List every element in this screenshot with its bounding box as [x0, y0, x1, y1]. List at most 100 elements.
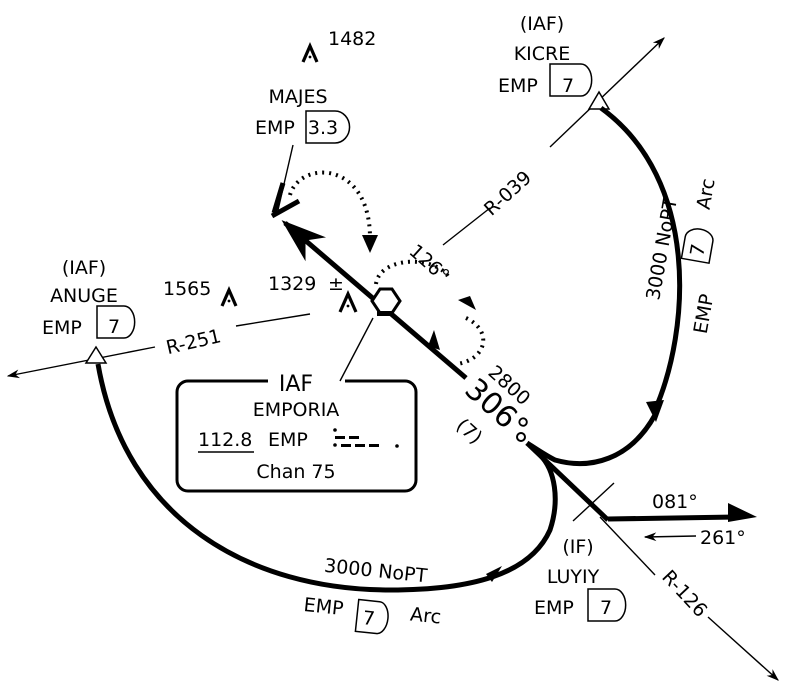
fix-anuge-name: ANUGE [50, 285, 118, 307]
reversal-arc-middle [374, 259, 452, 285]
obstacle-1565: 1565 [163, 278, 238, 307]
morse-dash [335, 436, 345, 439]
morse-dot [333, 443, 337, 447]
hold-course-label: 126° [405, 240, 454, 287]
navaid-role: IAF [279, 372, 313, 397]
fix-kicre-dme: 7 [562, 75, 574, 97]
radial-r126-line-upper [599, 516, 656, 576]
feeder-out-arrow-icon [728, 503, 757, 522]
fix-kicre-name: KICRE [514, 43, 571, 65]
radial-r251-line-left [6, 346, 156, 379]
dme-box [587, 588, 627, 622]
majes-fix-bar [271, 182, 286, 214]
fix-luyiy-dme: 7 [600, 597, 612, 619]
arc-south-dme-group: 7 [354, 598, 389, 635]
arc-south-facility: EMP [303, 594, 345, 620]
obstacle-icon [338, 290, 358, 313]
majes-fix-mark [270, 144, 301, 219]
vortac-leader-line [339, 317, 374, 382]
fix-kicre-role: (IAF) [520, 13, 564, 35]
arc-south-arrow-icon [486, 566, 502, 582]
navaid-frequency: 112.8 [198, 429, 252, 451]
fix-luyiy-facility: EMP [534, 597, 574, 619]
feeder-in-line [643, 532, 697, 542]
obstacle-dot [346, 304, 350, 308]
dme-box [549, 63, 593, 97]
fix-luyiy-role: (IF) [562, 536, 593, 558]
morse-dash [369, 444, 379, 447]
iaf-triangle-icon [587, 90, 611, 110]
arc-east-label: Arc [693, 177, 720, 211]
inbound-arrow-icon [428, 330, 440, 350]
navaid-ident: EMP [268, 429, 308, 451]
arc-south-label: Arc [409, 603, 442, 628]
radial-r039-label: R-039 [480, 167, 536, 221]
fix-anuge-facility: EMP [42, 317, 82, 339]
majes-leader-line [277, 144, 294, 211]
final-distance: (7) [452, 414, 487, 448]
vortac-bar-bottom [377, 311, 393, 316]
fix-anuge-role: (IAF) [62, 257, 106, 279]
obstacle-1482: 1482 [301, 28, 376, 63]
arc-east: 3000 NoPT EMP 7 Arc [525, 105, 720, 467]
iaf-triangle-icon [84, 345, 108, 364]
radial-r126-label: R-126 [657, 566, 711, 622]
obstacle-tolerance: ± [328, 273, 344, 295]
obstacle-elevation: 1329 [268, 273, 316, 295]
fix-majes: MAJES EMP 3.3 [255, 86, 351, 144]
majes-fix-tick [270, 198, 301, 219]
reversal-arc-lower [457, 316, 486, 366]
course-reversal: 126° [288, 170, 486, 366]
arc-east-dme: 7 [686, 242, 710, 258]
arc-east-facility: EMP [690, 292, 719, 335]
reversal-arrow-upper-icon [362, 235, 378, 253]
arc-east-lower [525, 413, 658, 467]
vortac-symbol [339, 287, 402, 382]
feeder-route: 081° 261° [607, 491, 757, 549]
radial-r126: R-126 [599, 516, 779, 681]
radial-r251-line-right [235, 313, 311, 327]
morse-dash [349, 436, 359, 439]
morse-code-icon [333, 428, 399, 448]
final-fix-marker [516, 432, 526, 442]
radial-r039-line-lower [442, 207, 491, 246]
luyiy-fix-tick [572, 482, 615, 522]
arc-east-arrow-icon [646, 400, 664, 422]
dme-box [680, 228, 714, 265]
navaid-box: IAF EMPORIA 112.8 EMP Chan 75 [175, 372, 418, 493]
fix-majes-dme: 3.3 [308, 117, 338, 139]
radial-r126-line-lower [707, 616, 779, 681]
morse-dash [341, 444, 351, 447]
obstacle-1329: 1329 ± [268, 273, 358, 313]
obstacle-dot [308, 55, 312, 59]
arc-south-line [95, 363, 558, 593]
dme-box [305, 110, 351, 144]
fix-kicre: (IAF) KICRE EMP 7 [498, 13, 611, 110]
obstacle-icon [301, 42, 319, 63]
feeder-out-line [607, 514, 737, 522]
obstacle-icon [220, 286, 238, 307]
feeder-in-course: 261° [700, 527, 746, 549]
fix-kicre-facility: EMP [498, 75, 538, 97]
arc-south-altitude: 3000 NoPT [323, 555, 428, 588]
dme-box [96, 305, 136, 339]
final-course-extension [525, 441, 610, 522]
dme-box [354, 598, 389, 635]
arc-south-dme: 7 [362, 607, 376, 630]
radial-r039-line-upper [549, 37, 665, 148]
morse-dash [355, 444, 365, 447]
fix-luyiy: (IF) LUYIY EMP 7 [534, 482, 627, 622]
radial-r251-label: R-251 [164, 325, 223, 359]
navaid-channel: Chan 75 [256, 461, 335, 483]
fix-anuge: (IAF) ANUGE EMP 7 [42, 257, 136, 364]
feeder-out-course: 081° [652, 491, 698, 513]
reversal-arrow-lower-icon [458, 296, 476, 310]
reversal-arc-upper [288, 170, 372, 239]
obstacle-dot [227, 299, 231, 303]
navaid-box-border [175, 379, 418, 493]
morse-dot [395, 444, 399, 448]
obstacle-elevation: 1482 [328, 28, 376, 50]
fix-luyiy-name: LUYIY [547, 566, 600, 588]
fix-majes-name: MAJES [268, 86, 327, 108]
